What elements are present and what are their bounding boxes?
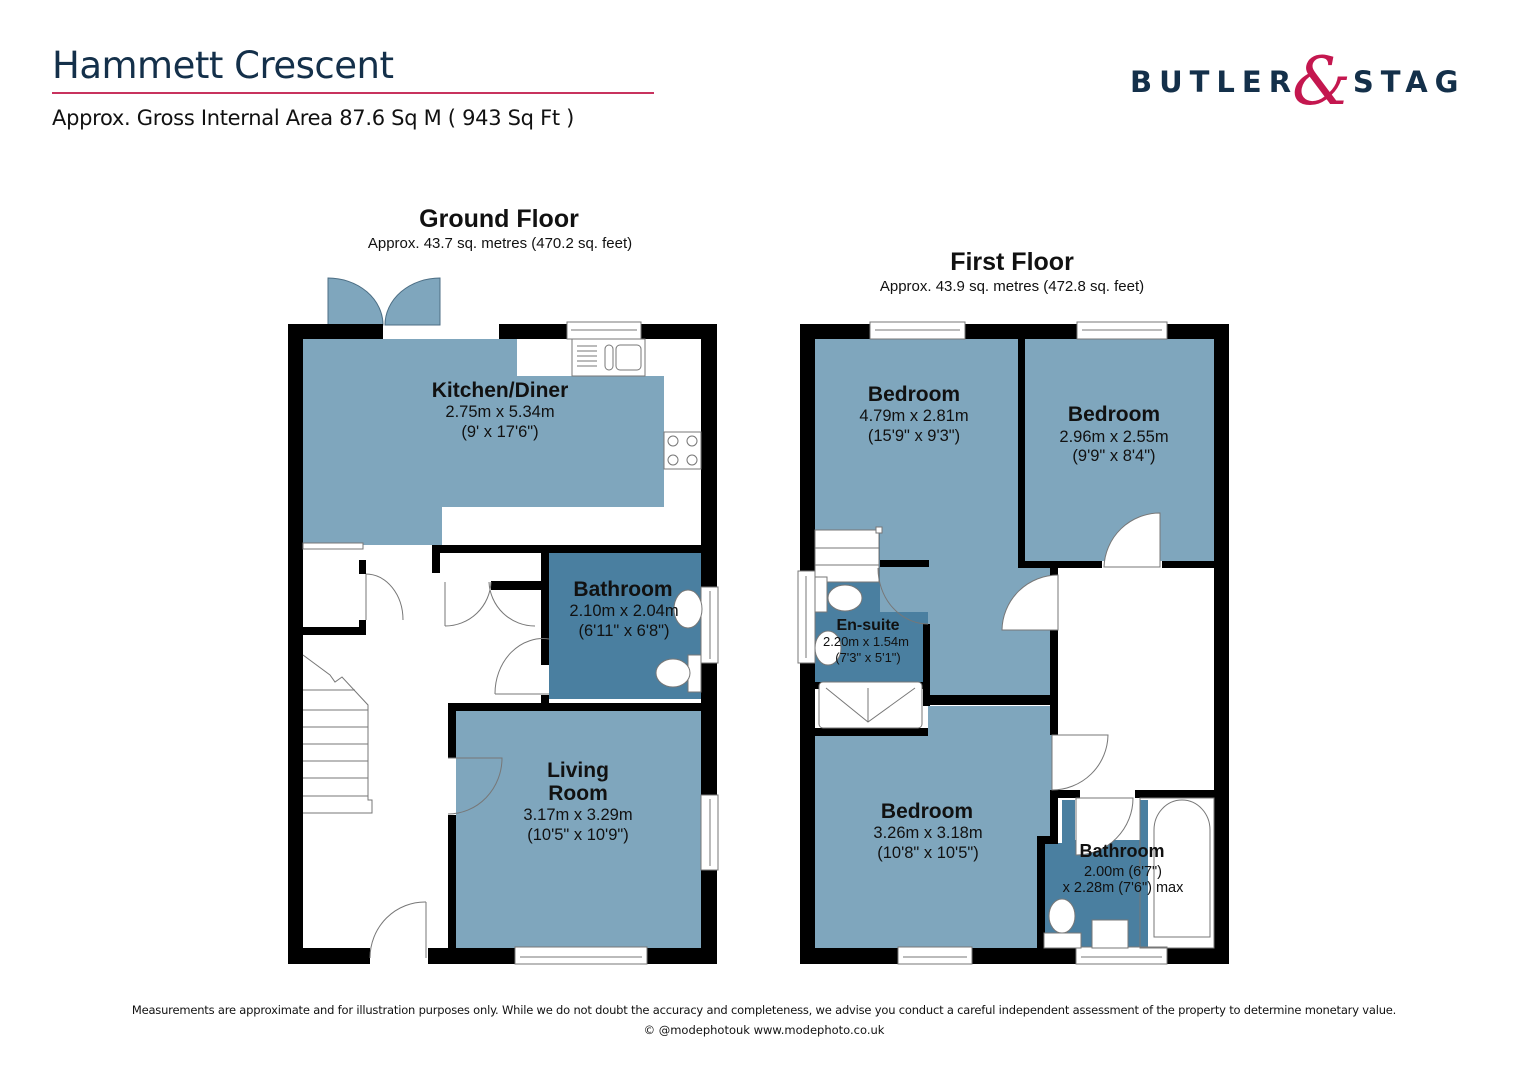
first-floor-staircase: [814, 526, 883, 583]
room-dim-bedroom-3-m: 3.26m x 3.18m: [873, 824, 982, 842]
room-dim-bedroom-1-m: 4.79m x 2.81m: [859, 407, 968, 425]
first-floor-door-swings: [1001, 512, 1161, 856]
first-floor-title: First Floor: [950, 248, 1074, 276]
title-divider: [52, 92, 654, 94]
ground-bathroom-fixtures: [655, 589, 703, 693]
room-name-living-line1: Living: [547, 759, 609, 782]
ground-floor-door-swings: [365, 573, 550, 959]
bedroom-1-floor: [815, 339, 1050, 695]
french-doors: [327, 277, 441, 326]
ground-floor-windows: [302, 321, 719, 965]
photographer-credit: © @modephotouk www.modephoto.co.uk: [643, 1023, 885, 1037]
bedroom-2-floor: [1025, 339, 1214, 561]
kitchen-diner-floor: [303, 339, 664, 545]
room-dim-first-bathroom-line2: x 2.28m (7'6") max: [1063, 880, 1184, 896]
room-name-ground-bathroom: Bathroom: [573, 578, 672, 601]
first-floor-plan: First Floor Approx. 43.9 sq. metres (472…: [797, 248, 1229, 965]
room-dim-ground-bathroom-m: 2.10m x 2.04m: [569, 602, 678, 620]
disclaimer-text: Measurements are approximate and for ill…: [131, 1003, 1397, 1017]
property-title: Hammett Crescent: [52, 44, 394, 87]
brand-logo: BUTLER & STAG: [1130, 43, 1466, 120]
en-suite-fixtures: [814, 576, 923, 729]
room-name-first-bathroom: Bathroom: [1080, 841, 1165, 861]
kitchen-units: [571, 338, 702, 470]
room-dim-bedroom-2-m: 2.96m x 2.55m: [1059, 428, 1168, 446]
room-dim-en-suite-ft: (7'3" x 5'1"): [835, 650, 901, 665]
bedroom-3-floor: [815, 706, 1052, 948]
ground-floor-title: Ground Floor: [419, 205, 579, 233]
room-dim-living-m: 3.17m x 3.29m: [523, 806, 632, 824]
room-dim-first-bathroom-line1: 2.00m (6'7"): [1084, 864, 1162, 880]
ground-floor-plan: Ground Floor Approx. 43.7 sq. metres (47…: [288, 205, 719, 965]
room-dim-bedroom-1-ft: (15'9" x 9'3"): [868, 427, 960, 445]
room-name-living-line2: Room: [548, 782, 608, 805]
living-room-floor: [456, 711, 701, 948]
ground-floor-staircase: [302, 654, 373, 814]
first-bathroom-fixtures: [1043, 797, 1215, 949]
room-name-en-suite: En-suite: [836, 617, 899, 634]
first-floor-windows: [797, 321, 1168, 965]
room-dim-kitchen-diner-ft: (9' x 17'6"): [461, 423, 538, 441]
gross-internal-area: Approx. Gross Internal Area 87.6 Sq M ( …: [52, 106, 575, 130]
ground-floor-area: Approx. 43.7 sq. metres (470.2 sq. feet): [368, 235, 632, 252]
logo-word-right: STAG: [1352, 65, 1466, 99]
room-name-bedroom-2: Bedroom: [1068, 403, 1160, 426]
logo-ampersand: &: [1292, 43, 1351, 120]
room-dim-en-suite-m: 2.20m x 1.54m: [823, 634, 909, 649]
room-dim-bedroom-2-ft: (9'9" x 8'4"): [1072, 447, 1155, 465]
room-dim-living-ft: (10'5" x 10'9"): [527, 826, 628, 844]
first-floor-area: Approx. 43.9 sq. metres (472.8 sq. feet): [880, 278, 1144, 295]
room-name-kitchen-diner: Kitchen/Diner: [432, 379, 569, 402]
room-dim-kitchen-diner-m: 2.75m x 5.34m: [445, 403, 554, 421]
room-dim-ground-bathroom-ft: (6'11" x 6'8"): [578, 622, 669, 640]
room-dim-bedroom-3-ft: (10'8" x 10'5"): [877, 844, 978, 862]
en-suite-door-swing: [877, 567, 929, 625]
room-name-bedroom-3: Bedroom: [881, 800, 973, 823]
room-name-bedroom-1: Bedroom: [868, 383, 960, 406]
logo-word-left: BUTLER: [1130, 65, 1299, 99]
